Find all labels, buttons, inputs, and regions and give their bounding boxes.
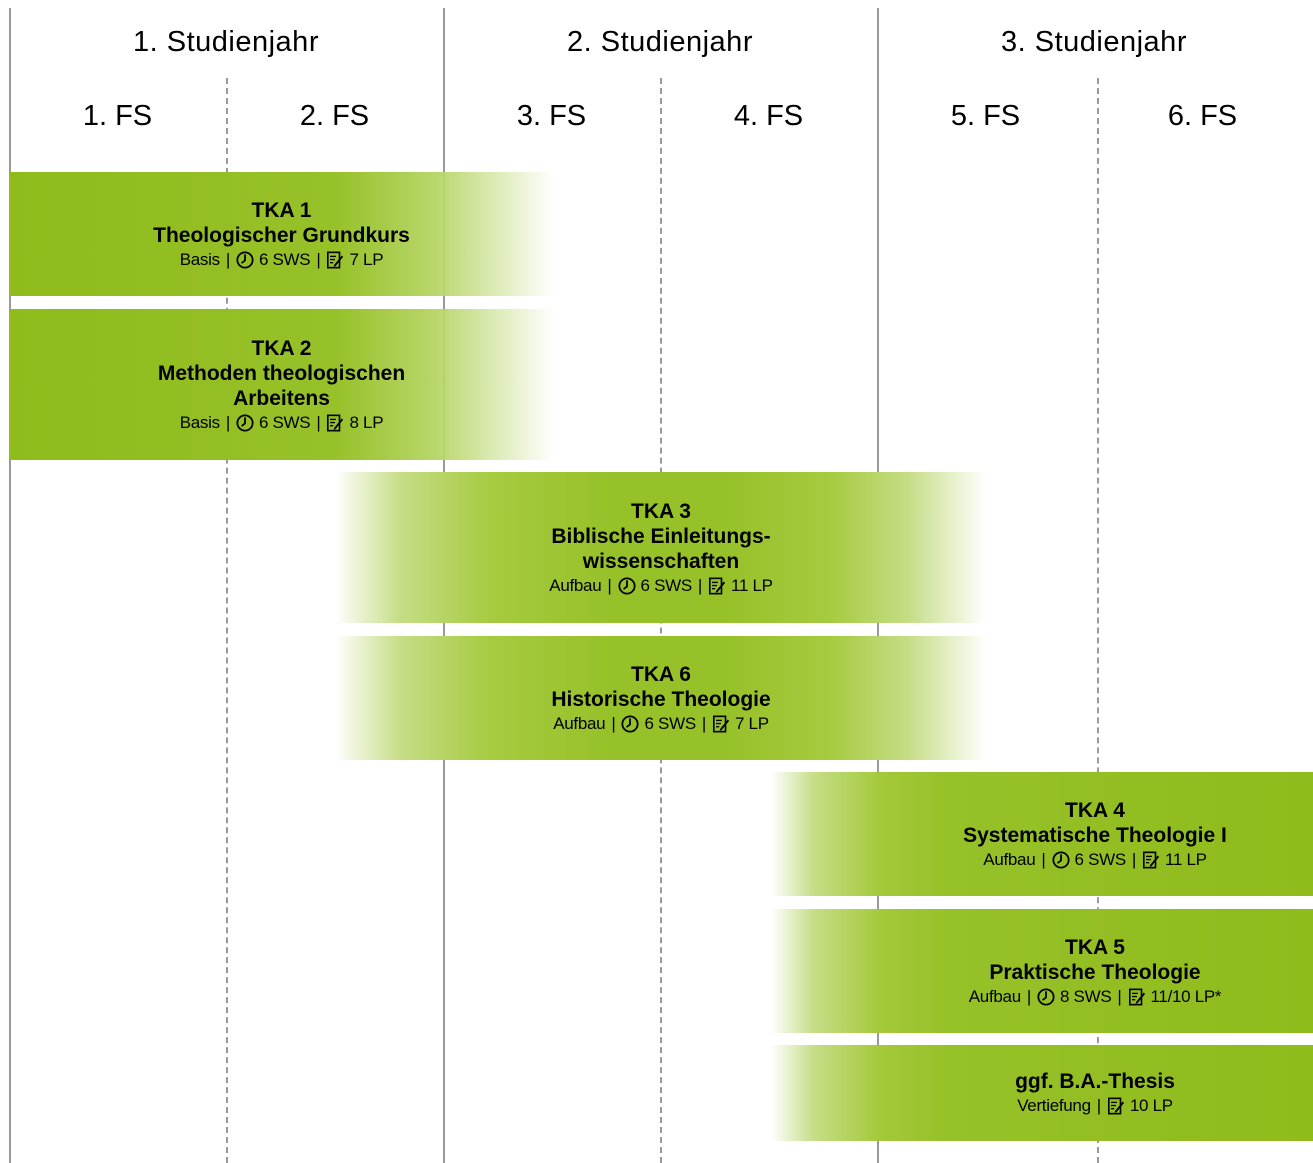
meta-separator: | (1096, 1096, 1101, 1115)
year-header-2: 2. Studienjahr (567, 26, 753, 58)
meta-separator: | (1026, 986, 1031, 1006)
semester-header-2: 2. FS (299, 100, 370, 132)
meta-separator: | (1131, 849, 1137, 869)
clock-icon (236, 414, 254, 432)
module-level: Basis (179, 249, 220, 269)
module-code: TKA 6 (631, 662, 691, 686)
year-header-1: 1. Studienjahr (133, 26, 319, 58)
meta-separator: | (316, 412, 321, 432)
module-lp: 10 LP (1129, 1096, 1173, 1115)
semester-header-3: 3. FS (516, 100, 587, 132)
meta-separator: | (1041, 849, 1046, 869)
module-lp: 11/10 LP* (1150, 986, 1222, 1006)
semester-header-5: 5. FS (950, 100, 1021, 132)
module-lp: 7 LP (734, 713, 769, 733)
notepad-icon (326, 251, 344, 269)
module-card-tka1[interactable]: TKA 1 Theologischer Grundkurs Basis | 6 … (9, 172, 554, 296)
meta-separator: | (701, 713, 706, 733)
meta-separator: | (607, 575, 612, 595)
module-title: Praktische Theologie (989, 960, 1201, 984)
module-lp: 11 LP (731, 575, 773, 595)
module-sws: 6 SWS (1074, 849, 1127, 869)
semester-divider-line (226, 78, 228, 1163)
module-meta: Aufbau | 6 SWS | 7 LP (553, 713, 769, 735)
module-level: Basis (179, 412, 220, 432)
notepad-icon (708, 577, 726, 595)
meta-separator: | (225, 412, 230, 432)
notepad-icon (1142, 851, 1160, 869)
module-meta: Aufbau | 6 SWS | 11 LP (549, 575, 773, 597)
module-title: Systematische Theologie I (963, 823, 1227, 847)
module-code: TKA 4 (1065, 798, 1125, 822)
module-code: TKA 5 (1065, 935, 1125, 959)
clock-icon (1037, 988, 1055, 1006)
module-title: ggf. B.A.-Thesis (1015, 1070, 1175, 1093)
module-code: TKA 2 (251, 336, 312, 360)
module-card-tka6[interactable]: TKA 6 Historische Theologie Aufbau | 6 S… (335, 636, 987, 760)
module-sws: 8 SWS (1059, 986, 1112, 1006)
module-card-ba-thesis[interactable]: ggf. B.A.-Thesis Vertiefung | 10 LP (771, 1045, 1313, 1141)
meta-separator: | (225, 249, 230, 269)
module-card-tka3[interactable]: TKA 3 Biblische Einleitungs-wissenschaft… (335, 472, 987, 623)
year-divider-line (9, 8, 11, 1163)
module-code: TKA 1 (251, 198, 312, 222)
notepad-icon (1128, 988, 1146, 1006)
module-meta: Basis | 6 SWS | 7 LP (180, 249, 384, 271)
module-card-tka4[interactable]: TKA 4 Systematische Theologie I Aufbau |… (771, 772, 1313, 896)
clock-icon (1052, 851, 1070, 869)
meta-separator: | (697, 575, 703, 595)
module-sws: 6 SWS (258, 412, 311, 432)
meta-separator: | (611, 713, 616, 733)
semester-header-1: 1. FS (82, 100, 153, 132)
module-title: Theologischer Grundkurs (153, 223, 410, 247)
module-level: Aufbau (549, 575, 602, 595)
semester-divider-line (1097, 78, 1099, 1163)
module-level: Aufbau (968, 986, 1021, 1006)
module-meta: Aufbau | 8 SWS | 11/10 LP* (968, 986, 1222, 1008)
module-title: Historische Theologie (551, 687, 771, 711)
clock-icon (621, 715, 639, 733)
module-level: Vertiefung (1017, 1096, 1091, 1115)
module-sws: 6 SWS (644, 713, 696, 733)
meta-separator: | (316, 249, 321, 269)
notepad-icon (1107, 1097, 1125, 1115)
module-lp: 7 LP (349, 249, 384, 269)
semester-header-4: 4. FS (733, 100, 804, 132)
module-level: Aufbau (983, 849, 1036, 869)
module-meta: Aufbau | 6 SWS | 11 LP (983, 849, 1207, 871)
meta-separator: | (1117, 986, 1122, 1006)
module-card-tka5[interactable]: TKA 5 Praktische Theologie Aufbau | 8 SW… (771, 909, 1313, 1033)
notepad-icon (712, 715, 730, 733)
module-meta: Vertiefung | 10 LP (1017, 1095, 1173, 1117)
semester-header-6: 6. FS (1167, 100, 1238, 132)
clock-icon (236, 251, 254, 269)
module-lp: 8 LP (349, 412, 384, 432)
module-lp: 11 LP (1165, 849, 1207, 869)
module-title: Methoden theologischen Arbeitens (157, 361, 406, 410)
module-level: Aufbau (553, 713, 606, 733)
module-card-tka2[interactable]: TKA 2 Methoden theologischen Arbeitens B… (9, 309, 554, 460)
module-code: TKA 3 (631, 499, 691, 523)
module-sws: 6 SWS (258, 249, 311, 269)
year-header-3: 3. Studienjahr (1001, 26, 1187, 58)
module-sws: 6 SWS (640, 575, 693, 595)
module-meta: Basis | 6 SWS | 8 LP (180, 412, 384, 434)
notepad-icon (326, 414, 344, 432)
clock-icon (618, 577, 636, 595)
module-title: Biblische Einleitungs-wissenschaften (551, 524, 771, 573)
